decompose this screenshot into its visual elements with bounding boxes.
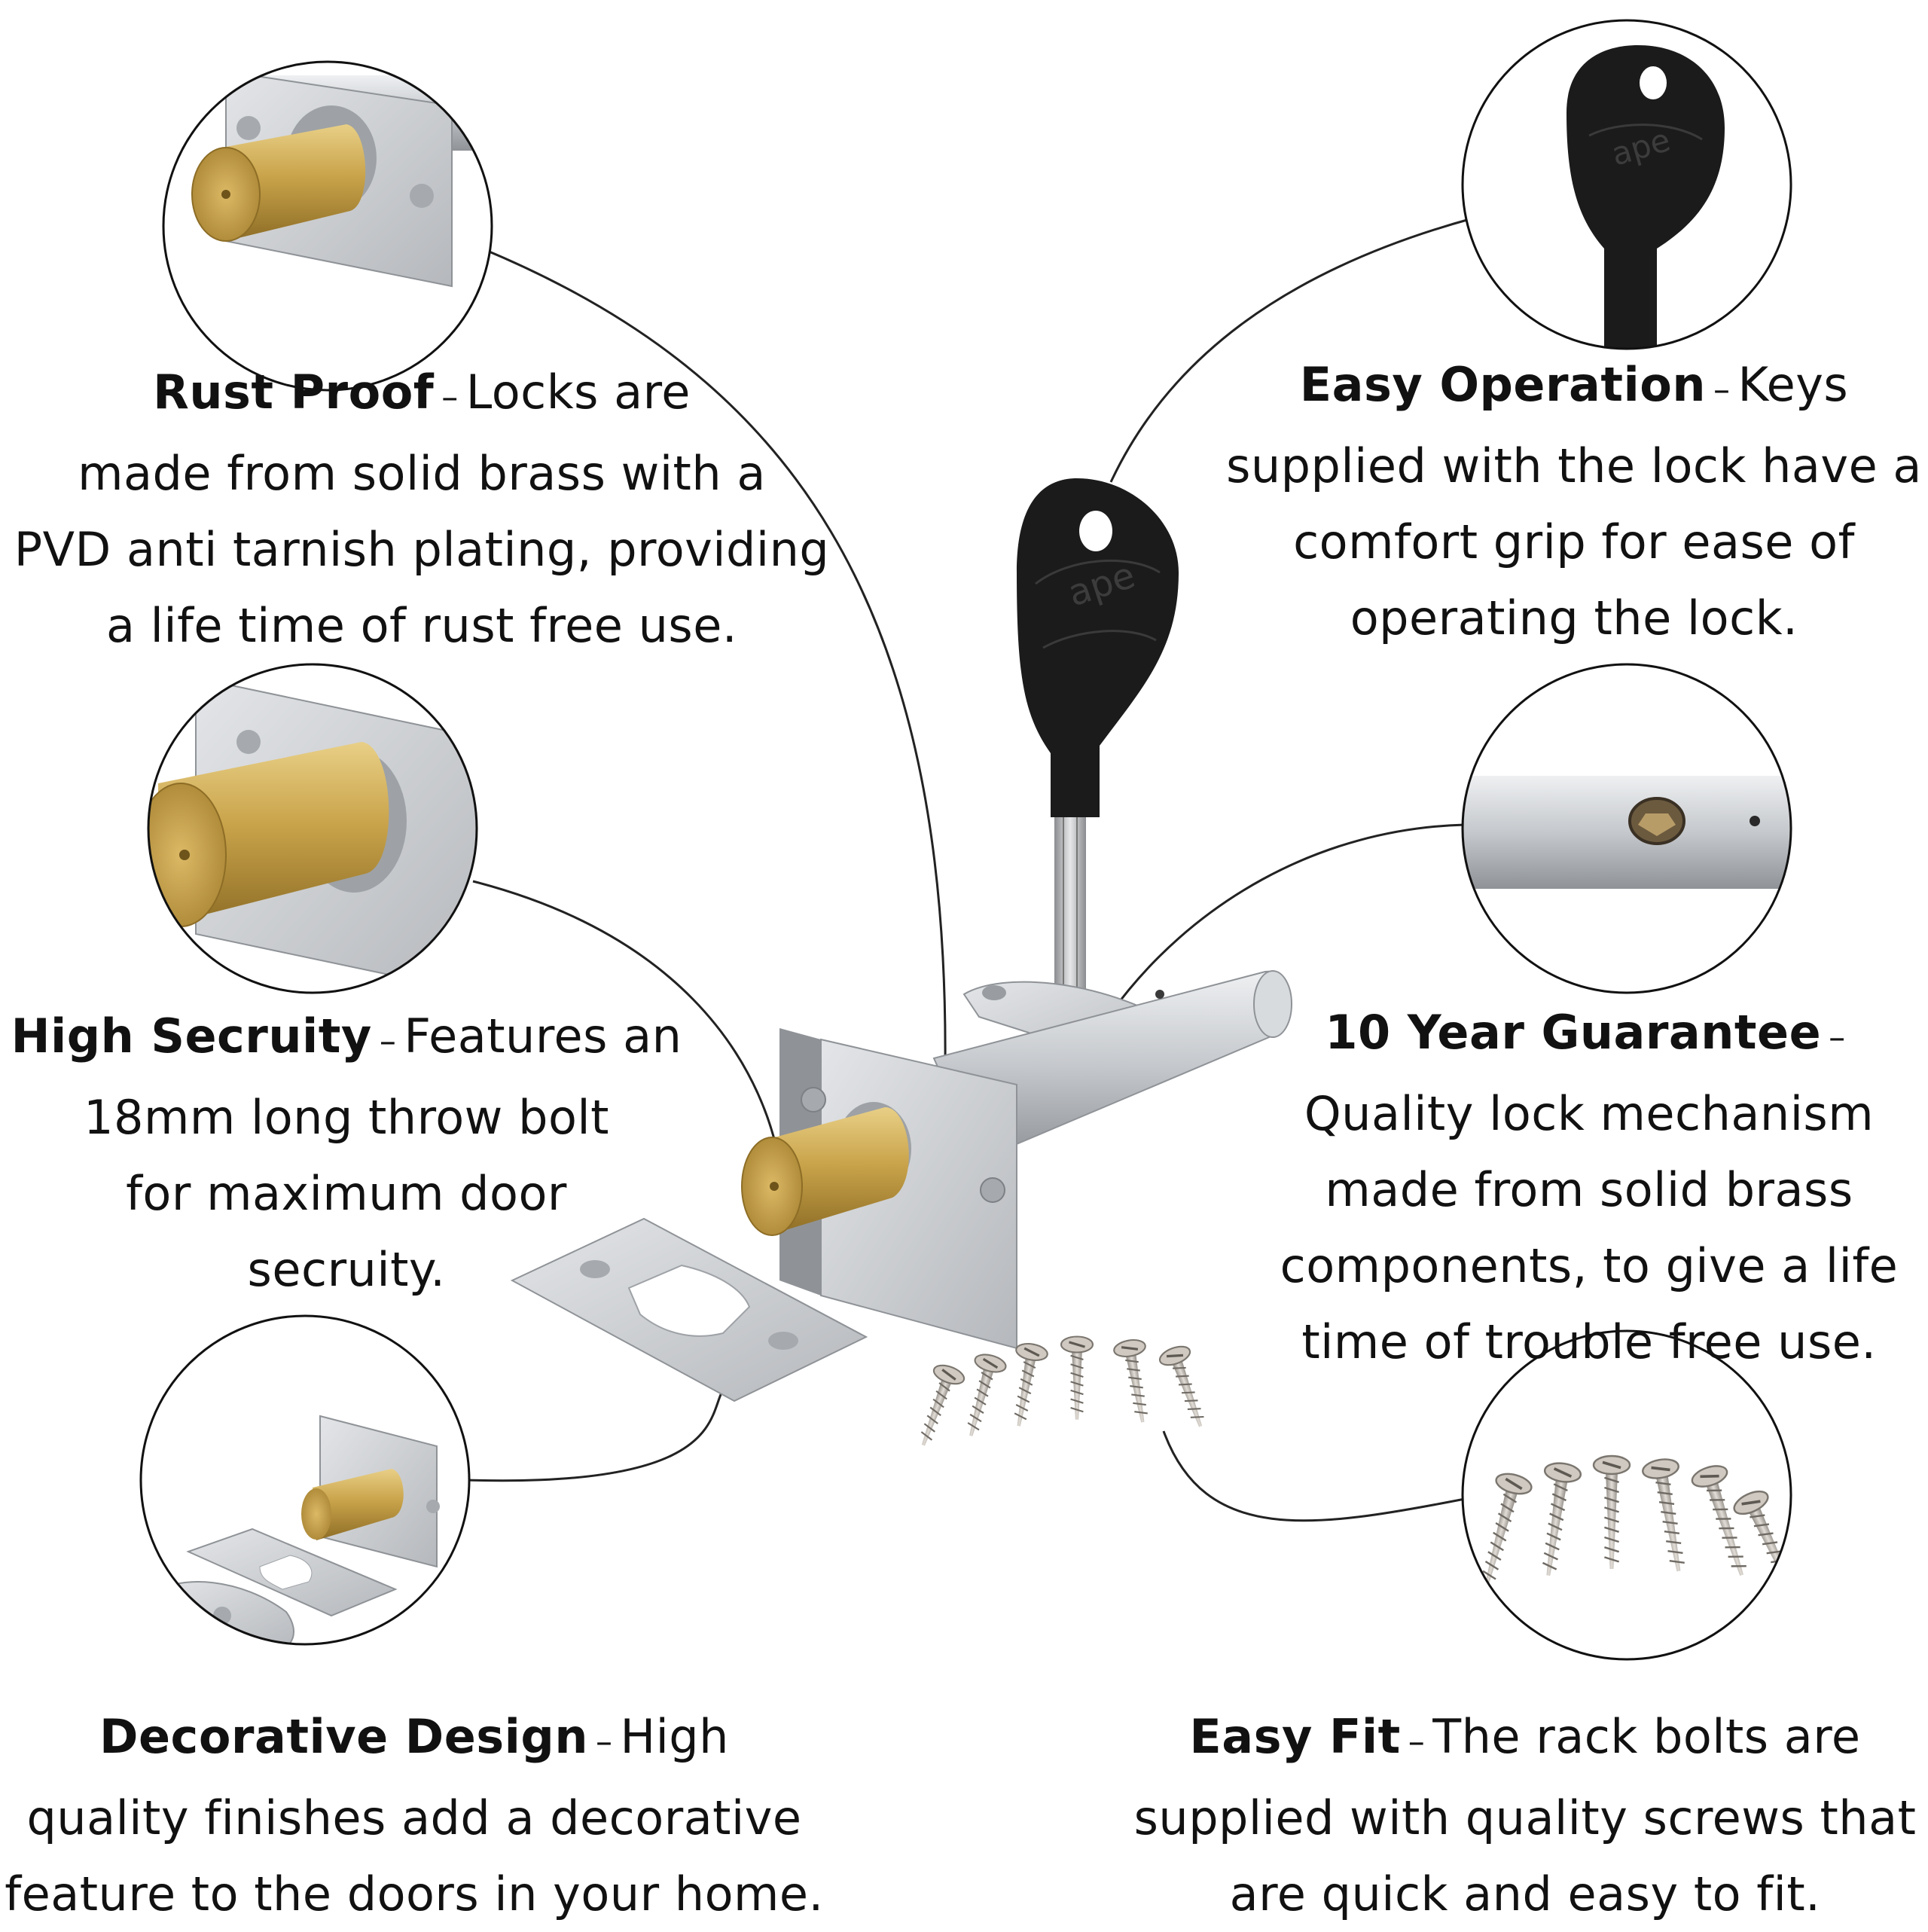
callout-easy-fit-line-1: Easy Fit–The rack bolts are (1122, 1699, 1928, 1780)
callout-line: PVD anti tarnish plating, providing (14, 522, 830, 577)
detail-circle-rust-proof (162, 60, 493, 392)
screw (1060, 1335, 1094, 1420)
callout-easy-operation: Easy Operation–Keys supplied with the lo… (1220, 346, 1928, 656)
callout-dash: – (1713, 371, 1731, 409)
screw (1158, 1345, 1204, 1427)
strike-plate (510, 1217, 868, 1402)
callout-rust-proof-title: Rust Proof (153, 365, 435, 420)
detail-circle-high-security (147, 663, 478, 994)
screw (1592, 1454, 1631, 1569)
callout-guarantee: 10 Year Guarantee– Quality lock mechanis… (1250, 994, 1928, 1380)
screw (967, 1354, 1007, 1436)
callout-decorative-design-first-line: High (620, 1709, 729, 1764)
callout-line: time of trouble free use. (1301, 1314, 1877, 1369)
callout-easy-operation-first-line: Keys (1737, 357, 1849, 412)
callout-decorative-design-line-1: Decorative Design–High (0, 1699, 828, 1780)
callout-line: secruity. (247, 1242, 446, 1297)
callout-dash: – (1408, 1723, 1426, 1761)
callout-line: supplied with quality screws that (1133, 1790, 1917, 1845)
callout-line: are quick and easy to fit. (1229, 1866, 1821, 1921)
screw (1691, 1465, 1746, 1576)
callout-line: quality finishes add a decorative (26, 1790, 802, 1845)
screw (920, 1364, 966, 1446)
leader-lines (466, 217, 1473, 1522)
detail-circle-decorative-design (139, 1314, 471, 1646)
callout-rust-proof-first-line: Locks are (465, 365, 691, 420)
callout-line: Quality lock mechanism (1304, 1086, 1875, 1141)
callout-line: supplied with the lock have a (1226, 438, 1922, 493)
callout-decorative-design-title: Decorative Design (99, 1709, 588, 1764)
screw (1113, 1338, 1148, 1423)
callout-line: for maximum door (126, 1166, 567, 1221)
callout-line: feature to the doors in your home. (5, 1866, 824, 1921)
callout-rust-proof: Rust Proof–Locks are made from solid bra… (0, 354, 844, 664)
callout-rust-proof-line-1: Rust Proof–Locks are (0, 354, 844, 435)
callout-easy-fit-first-line: The rack bolts are (1432, 1709, 1861, 1764)
callout-easy-operation-title: Easy Operation (1299, 357, 1707, 412)
callout-easy-operation-line-1: Easy Operation–Keys (1220, 346, 1928, 428)
callout-line: made from solid brass (1325, 1162, 1853, 1217)
screw (1542, 1462, 1582, 1576)
callout-line: components, to give a life (1280, 1238, 1899, 1293)
callout-line: made from solid brass with a (78, 446, 766, 501)
callout-dash: – (441, 378, 459, 417)
callout-high-security: High Secruity–Features an 18mm long thro… (0, 998, 693, 1308)
key-illustration: ape (1017, 478, 1179, 1032)
callout-dash: – (595, 1723, 613, 1761)
callout-dash: – (1829, 1018, 1846, 1057)
callout-line: comfort grip for ease of (1293, 514, 1855, 569)
detail-circle-easy-fit (1461, 1329, 1792, 1661)
callout-decorative-design: Decorative Design–High quality finishes … (0, 1699, 828, 1932)
callout-line: operating the lock. (1350, 591, 1798, 646)
callout-high-security-line-1: High Secruity–Features an (0, 998, 693, 1079)
screw (1014, 1342, 1048, 1427)
callout-guarantee-title: 10 Year Guarantee (1325, 1005, 1822, 1060)
callout-line: 18mm long throw bolt (84, 1090, 609, 1145)
screw (1642, 1458, 1685, 1572)
callout-high-security-title: High Secruity (11, 1009, 372, 1064)
screw (1482, 1473, 1533, 1585)
rack-bolt-body (741, 970, 1292, 1350)
callout-guarantee-line-1: 10 Year Guarantee– (1250, 994, 1928, 1076)
callout-high-security-first-line: Features an (404, 1009, 682, 1064)
detail-circle-guarantee (1461, 663, 1792, 994)
detail-circle-easy-operation: ape (1461, 19, 1792, 350)
callout-easy-fit-title: Easy Fit (1189, 1709, 1401, 1764)
callout-easy-fit: Easy Fit–The rack bolts are supplied wit… (1122, 1699, 1928, 1932)
callout-line: a life time of rust free use. (105, 598, 738, 653)
callout-dash: – (379, 1022, 397, 1061)
screw-set-center (920, 1335, 1204, 1446)
